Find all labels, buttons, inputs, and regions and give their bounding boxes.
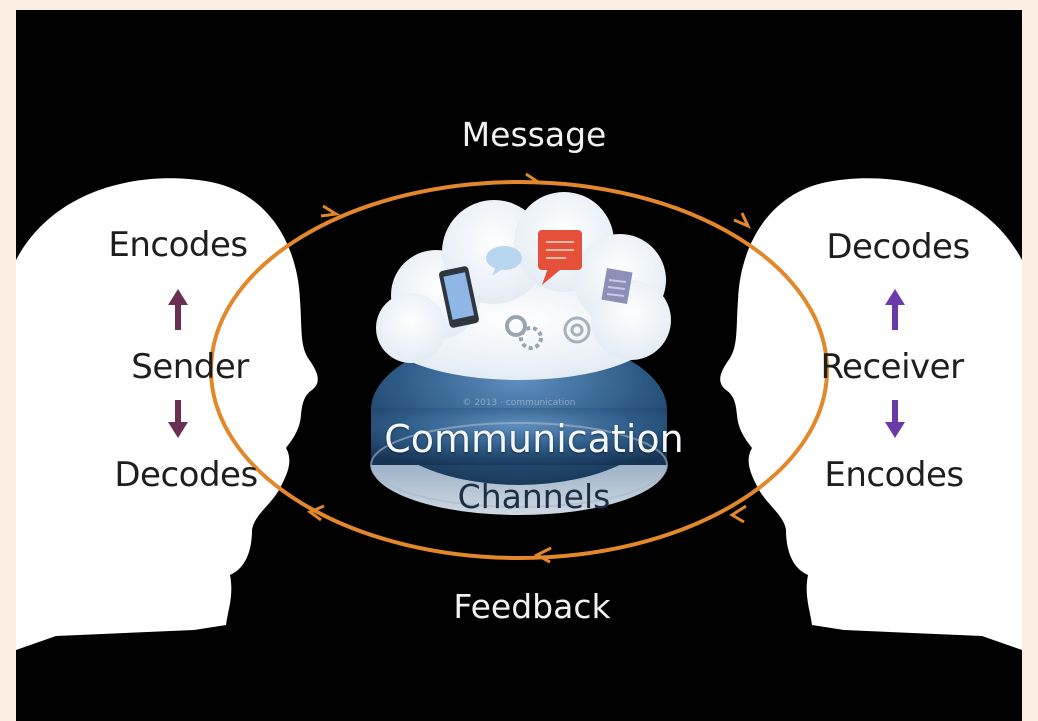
flow-arrow-bottom-3 (729, 504, 747, 524)
sender-decodes-label: Decodes (114, 455, 258, 495)
channel-title: Communication (384, 417, 684, 461)
feedback-label: Feedback (453, 587, 611, 626)
flow-arrow-top-1 (320, 204, 341, 218)
flow-arrow-bottom-1 (306, 504, 325, 522)
sender-down-arrow (168, 400, 188, 438)
speech-bubble-icon (538, 230, 582, 285)
wifi-icon (563, 316, 591, 344)
sender-up-arrow (168, 289, 188, 330)
sender-encodes-label: Encodes (108, 225, 248, 265)
diagram-panel: © 2013 · communication (16, 10, 1022, 721)
receiver-label: Receiver (820, 347, 964, 387)
receiver-head (720, 178, 1022, 650)
receiver-decodes-label: Decodes (826, 227, 970, 267)
svg-text:© 2013 · communication: © 2013 · communication (463, 398, 576, 408)
chat-bubble-icon (486, 246, 522, 276)
gears-icon (505, 315, 543, 350)
sender-label: Sender (131, 347, 249, 387)
receiver-down-arrow (885, 400, 905, 438)
message-label: Message (461, 115, 607, 154)
document-icon (601, 267, 633, 305)
tablet-icon (439, 266, 479, 328)
sender-head (16, 178, 318, 650)
flow-arrow-top-3 (733, 212, 751, 229)
communication-diagram: © 2013 · communication (16, 172, 1022, 650)
receiver-up-arrow (885, 289, 905, 330)
channel-subtitle: Channels (457, 477, 611, 516)
flow-arrow-top-2 (524, 172, 543, 184)
flow-arrow-bottom-2 (533, 546, 552, 564)
receiver-encodes-label: Encodes (824, 455, 964, 495)
flow-ellipse (209, 180, 829, 560)
